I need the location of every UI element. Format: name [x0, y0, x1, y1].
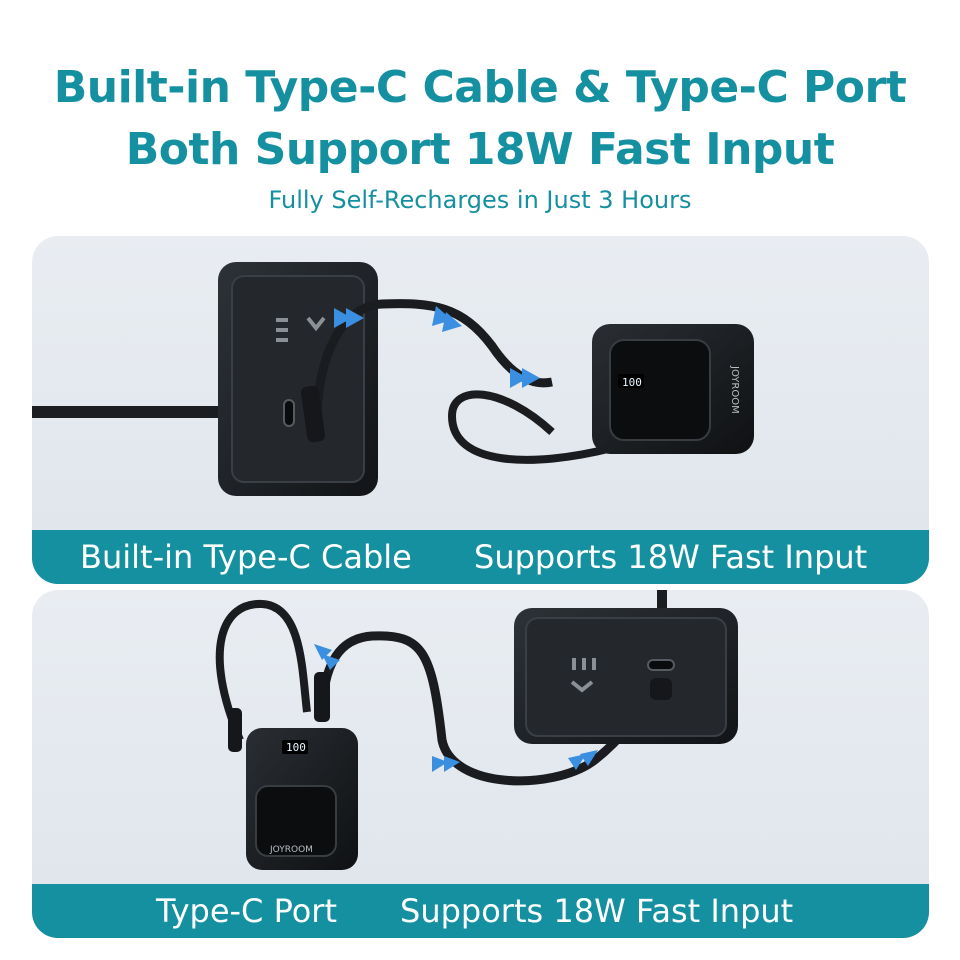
- label-built-in-cable: Built-in Type-C Cable: [80, 538, 412, 576]
- brand-logo: JOYROOM: [729, 365, 740, 414]
- bottom-label-bar: Type-C Port Supports 18W Fast Input: [32, 884, 929, 938]
- svg-text:100: 100: [286, 741, 306, 754]
- power-bank: 100 JOYROOM: [246, 728, 358, 870]
- power-strip: [514, 608, 738, 744]
- panel-type-c-port: 100 JOYROOM Type-C Port Supports 18W Fas…: [32, 590, 929, 938]
- svg-text:100: 100: [622, 376, 642, 389]
- usb-c-port: [283, 399, 295, 427]
- usb-c-plug: [314, 672, 330, 722]
- cable-plug: [300, 385, 326, 443]
- label-supports-fast-input-bottom: Supports 18W Fast Input: [400, 892, 794, 930]
- subtitle: Fully Self-Recharges in Just 3 Hours: [268, 186, 692, 214]
- outlet-holes: [570, 658, 596, 693]
- type-c-port-illustration: 100 JOYROOM: [215, 590, 738, 870]
- panel-built-in-cable: 100 JOYROOM Built-in Type-C Cable Suppor…: [32, 236, 929, 584]
- outlet-holes: [276, 316, 326, 342]
- led-display: [282, 740, 308, 754]
- led-display: [618, 374, 644, 388]
- plug-in-strip: [650, 678, 672, 700]
- brand-logo: JOYROOM: [269, 845, 313, 855]
- flow-arrows: [314, 644, 598, 772]
- headline-line-1: Built-in Type-C Cable & Type-C Port: [53, 62, 907, 113]
- built-in-cable-illustration: 100 JOYROOM: [32, 262, 754, 496]
- cable-loop: [447, 390, 613, 464]
- label-supports-fast-input-top: Supports 18W Fast Input: [474, 538, 868, 576]
- usb-c-port: [647, 659, 675, 671]
- charging-cable: [317, 631, 664, 786]
- built-in-plug: [228, 708, 242, 752]
- top-label-bar: Built-in Type-C Cable Supports 18W Fast …: [32, 530, 929, 584]
- power-strip: [218, 262, 378, 496]
- built-in-cable-loop: [215, 599, 311, 742]
- headline-line-2: Both Support 18W Fast Input: [125, 124, 835, 175]
- power-bank: 100 JOYROOM: [592, 324, 754, 454]
- label-type-c-port: Type-C Port: [156, 892, 337, 930]
- flow-arrows: [334, 306, 540, 388]
